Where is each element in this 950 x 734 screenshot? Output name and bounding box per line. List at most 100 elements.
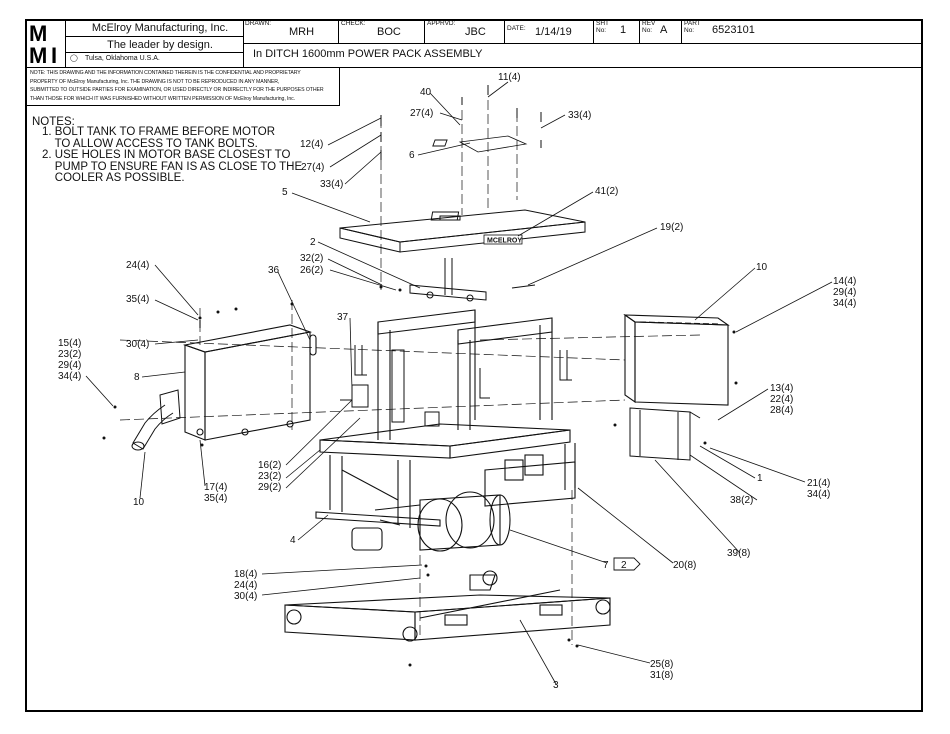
- assembly-centerlines: [119, 100, 701, 645]
- callout-25: 25(8): [650, 659, 673, 670]
- sht-cell: SHT No: 1: [594, 19, 640, 43]
- callout-10: 10: [133, 497, 145, 508]
- callout-14: 14(4): [833, 276, 856, 287]
- callout-21: 21(4): [807, 478, 830, 489]
- callout-23: 23(2): [58, 349, 81, 360]
- callout-12: 12(4): [300, 139, 323, 150]
- logo-letter-1: M: [29, 21, 47, 46]
- callout-35: 35(4): [126, 294, 149, 305]
- company-name: McElroy Manufacturing, Inc.: [91, 22, 229, 34]
- logo-letter-4: I: [51, 43, 57, 65]
- note-line: PUMP TO ENSURE FAN IS AS CLOSE TO THE: [42, 160, 303, 173]
- callout-22: 22(4): [770, 394, 793, 405]
- drawn-value: MRH: [289, 26, 315, 38]
- apprvd-cell: APPRVD: JBC: [425, 19, 505, 43]
- part-cell: PART No: 6523101: [684, 20, 755, 36]
- top-hardware: [380, 85, 542, 160]
- callout-30: 30(4): [234, 591, 257, 602]
- note-line: COOLER AS POSSIBLE.: [42, 172, 185, 184]
- callout-34: 34(4): [833, 298, 856, 309]
- drawing-title: In DITCH 1600mm POWER PACK ASSEMBLY: [253, 48, 483, 60]
- check-value: BOC: [377, 26, 401, 38]
- notice-line: PROPERTY OF McElroy Manufacturing, Inc. …: [30, 78, 280, 85]
- callout-35: 35(4): [204, 493, 227, 504]
- callout-23: 23(2): [258, 471, 281, 482]
- callout-28: 28(4): [770, 405, 793, 416]
- apprvd-value: JBC: [465, 26, 486, 38]
- note-line: TO ALLOW ACCESS TO TANK BOLTS.: [42, 137, 258, 150]
- callout-2: 2: [310, 237, 316, 248]
- callout-17: 17(4): [204, 482, 227, 493]
- callout-1: 1: [757, 473, 763, 484]
- brand-plate-text: MCELROY: [487, 238, 522, 245]
- callout-33: 33(4): [568, 110, 591, 121]
- part-4-frame: [315, 309, 576, 528]
- callout-27: 27(4): [301, 162, 324, 173]
- drawing-sheet-border: [25, 19, 923, 712]
- callout-34: 34(4): [58, 371, 81, 382]
- callout-3: 3: [553, 680, 559, 691]
- note-line: 1. BOLT TANK TO FRAME BEFORE MOTOR: [42, 126, 276, 138]
- part-1-bracket: [629, 407, 701, 461]
- notice-line: NOTE: THIS DRAWING AND THE INFORMATION C…: [30, 70, 301, 76]
- callouts: 11(4) 40 27(4) 33(4) 12(4) 27(4) 33(4) 6…: [58, 72, 856, 691]
- part-37-bracket: [340, 384, 369, 408]
- part-5-motor-base: [339, 209, 586, 253]
- part-value: 6523101: [712, 24, 755, 36]
- callout-32: 32(2): [300, 253, 323, 264]
- rev-cell: REV No: A: [640, 19, 682, 43]
- part-8-tank: [182, 320, 317, 441]
- callout-7: 7: [603, 560, 609, 571]
- part-19-pin: [511, 284, 536, 289]
- part-2-bracket: [409, 258, 487, 302]
- callout-29: 29(2): [258, 482, 281, 493]
- part-6-plate: [458, 135, 528, 153]
- callout-16: 16(2): [258, 460, 281, 471]
- callout-24: 24(4): [234, 580, 257, 591]
- callout-26: 26(2): [300, 265, 323, 276]
- leader-lines: [85, 81, 833, 685]
- callout-5: 5: [282, 187, 288, 198]
- callout-36: 36: [268, 265, 280, 276]
- frame-lifting-hooks: [354, 345, 572, 427]
- company-logo: M M M I: [29, 21, 63, 68]
- callout-18: 18(4): [234, 569, 257, 580]
- part-10-cooler: [623, 313, 730, 406]
- callout-11: 11(4): [498, 72, 521, 83]
- drawn-cell: DRAWN: MRH: [243, 19, 339, 43]
- callout-13: 13(4): [770, 383, 793, 394]
- part-6-hole: [432, 139, 448, 147]
- callout-31: 31(8): [650, 670, 673, 681]
- part-10-fitting: [131, 389, 181, 451]
- note-line: 2. USE HOLES IN MOTOR BASE CLOSEST TO: [42, 149, 291, 161]
- callout-34: 34(4): [807, 489, 830, 500]
- callout-20: 20(8): [673, 560, 696, 571]
- callout-37: 37: [337, 312, 349, 323]
- callout-24: 24(4): [126, 260, 149, 271]
- reference-flag-number: 2: [621, 560, 627, 571]
- part-7-motor: [351, 491, 511, 552]
- motor-mount-bar: [374, 504, 421, 526]
- part-3-skid: [284, 570, 611, 642]
- registered-mark: ◯: [70, 55, 78, 62]
- callout-38: 38(2): [730, 495, 753, 506]
- callout-29: 29(4): [833, 287, 856, 298]
- company-tagline: The leader by design.: [107, 39, 213, 51]
- logo-letter-2: M: [29, 43, 47, 65]
- callout-19: 19(2): [660, 222, 683, 233]
- title-block: M M M I McElroy Manufacturing, Inc. The …: [25, 19, 923, 68]
- date-value: 1/14/19: [535, 26, 572, 38]
- notice-line: THAN THOSE FOR WHICH IT WAS FURNISHED WI…: [30, 95, 295, 102]
- callout-33: 33(4): [320, 179, 343, 190]
- check-cell: CHECK: BOC: [339, 19, 425, 43]
- callout-4: 4: [290, 535, 296, 546]
- callout-40: 40: [420, 87, 432, 98]
- rev-value: A: [660, 24, 668, 36]
- callout-10: 10: [756, 262, 768, 273]
- callout-30: 30(4): [126, 339, 149, 350]
- callout-15: 15(4): [58, 338, 81, 349]
- callout-39: 39(8): [727, 548, 750, 559]
- reference-flag: [613, 557, 641, 571]
- notice-line: SUBMITTED TO OUTSIDE PARTIES FOR EXAMINA…: [30, 87, 324, 93]
